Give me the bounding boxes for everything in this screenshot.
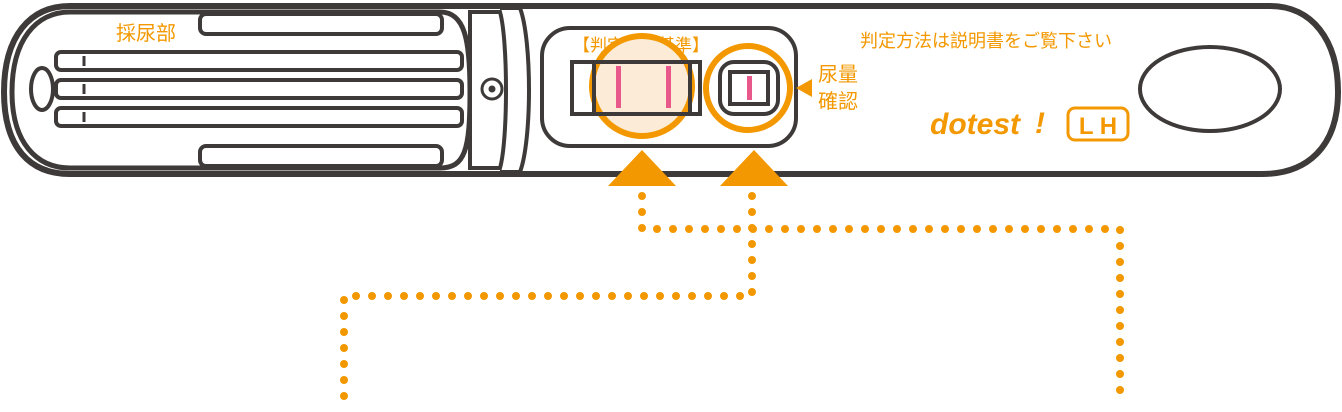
urine-check-label-line2: 確認 <box>818 89 858 113</box>
cap-tip-hole <box>29 66 55 112</box>
urine-check-pointer <box>796 79 812 97</box>
grip-oval <box>1138 45 1282 133</box>
ridge-top <box>198 12 444 36</box>
result-window-inner <box>592 60 692 116</box>
urine-check-highlight-circle <box>703 43 793 133</box>
ridge-3 <box>54 106 464 128</box>
product-variant-label: L H <box>1079 113 1117 140</box>
ridge-bottom <box>198 144 444 168</box>
leader-line-result <box>638 192 1124 410</box>
urine-check-label-line1: 尿量 <box>818 62 858 86</box>
instructions-text: 判定方法は説明書をご覧下さい <box>860 31 1112 52</box>
test-line-reference <box>666 66 671 108</box>
product-variant-badge <box>1066 106 1130 142</box>
brand-exclamation: ! <box>1035 107 1045 140</box>
test-line-judgement <box>616 66 621 108</box>
stick-collar-ridge <box>500 6 531 174</box>
collar-hinge-inner <box>488 85 496 93</box>
urine-check-line <box>747 76 752 100</box>
result-window-pointer-triangle <box>608 150 676 186</box>
leader-line-urine-check <box>340 192 756 410</box>
result-highlight-circle <box>589 33 695 139</box>
absorbent-ridges <box>54 12 464 168</box>
brand-name: dotest <box>930 108 1022 141</box>
ridge-2 <box>54 78 464 100</box>
sampling-area-label: 採尿部 <box>116 21 176 45</box>
ridge-1 <box>54 50 464 72</box>
urine-check-pointer-triangle <box>720 150 788 186</box>
